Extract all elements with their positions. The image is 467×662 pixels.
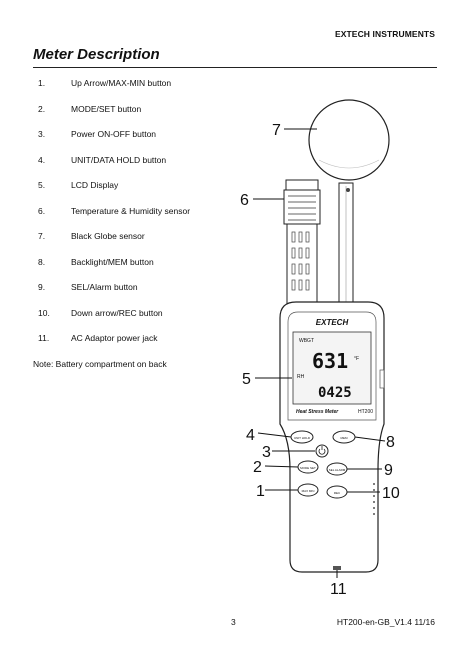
mode-set-label: MODE SET — [300, 466, 316, 470]
unit-hold-label: UNIT HOLD — [294, 436, 311, 440]
item-number: 8. — [38, 256, 46, 267]
item-number: 5. — [38, 180, 46, 190]
item-number: 1. — [38, 78, 46, 88]
callout-6: 6 — [240, 192, 249, 209]
black-globe-sensor — [308, 99, 390, 181]
callout-8: 8 — [386, 434, 395, 451]
callout-5: 5 — [242, 371, 251, 388]
item-label: AC Adaptor power jack — [71, 333, 158, 343]
rec-label: REC — [334, 491, 341, 495]
device-model: HT200 — [358, 409, 373, 415]
callout-9: 9 — [384, 462, 393, 479]
page-title: Meter Description — [33, 46, 160, 63]
item-label: Up Arrow/MAX-MIN button — [71, 78, 172, 88]
lcd-unit: °F — [354, 356, 359, 362]
lcd-display — [292, 331, 372, 405]
lcd-secondary-reading: 0425 — [318, 385, 352, 401]
item-label: SEL/Alarm button — [71, 282, 138, 292]
lcd-rh-label: RH — [297, 374, 305, 380]
device-name: Heat Stress Meter — [296, 409, 339, 415]
item-number: 9. — [38, 282, 46, 292]
callout-11: 11 — [330, 581, 347, 598]
sensor-cap — [285, 179, 319, 191]
max-min-label: MAX MIN — [302, 489, 315, 493]
title-rule — [33, 67, 437, 68]
callout-7: 7 — [272, 122, 281, 139]
item-number: 10. — [38, 307, 50, 318]
sensor-head — [283, 189, 321, 225]
item-number: 4. — [38, 154, 46, 165]
header-brand: EXTECH INSTRUMENTS — [334, 29, 435, 39]
item-number: 3. — [38, 129, 46, 139]
callout-2: 2 — [253, 459, 262, 476]
globe-screw — [346, 188, 350, 192]
page-number: 3 — [231, 617, 236, 627]
lcd-main-reading: 631 — [312, 349, 348, 373]
callout-1: 1 — [256, 483, 265, 500]
item-label: UNIT/DATA HOLD button — [71, 154, 167, 165]
lcd-top-label: WBGT — [299, 338, 314, 344]
callout-10: 10 — [382, 485, 400, 502]
light-mem-label: MEM — [341, 436, 349, 440]
item-label: Power ON-OFF button — [71, 129, 157, 139]
item-label: LCD Display — [71, 180, 119, 190]
power-icon — [318, 448, 326, 455]
side-port — [379, 369, 385, 389]
item-number: 6. — [38, 205, 46, 216]
callout-4: 4 — [246, 427, 255, 444]
item-label: Black Globe sensor — [71, 231, 145, 241]
item-label: Backlight/MEM button — [71, 256, 154, 267]
sel-alarm-label: SEL ALARM — [329, 468, 346, 472]
battery-note: Note: Battery compartment on back — [33, 359, 167, 369]
callout-3: 3 — [262, 444, 271, 461]
power-button[interactable] — [315, 444, 329, 458]
globe-shade — [318, 159, 380, 169]
item-label: Temperature & Humidity sensor — [71, 205, 191, 216]
item-number: 7. — [38, 231, 46, 241]
sensor-grille — [288, 195, 316, 221]
document-id: HT200-en-GB_V1.4 11/16 — [336, 617, 435, 627]
ac-adaptor-jack — [333, 566, 341, 570]
callout-lines — [253, 128, 386, 578]
item-label: MODE/SET button — [71, 103, 142, 114]
item-number: 11. — [38, 333, 50, 343]
sensor-vents — [291, 231, 310, 291]
item-number: 2. — [38, 103, 46, 114]
grip-dots — [373, 483, 375, 515]
device-brand: EXTECH — [316, 318, 349, 327]
item-label: Down arrow/REC button — [71, 307, 163, 318]
